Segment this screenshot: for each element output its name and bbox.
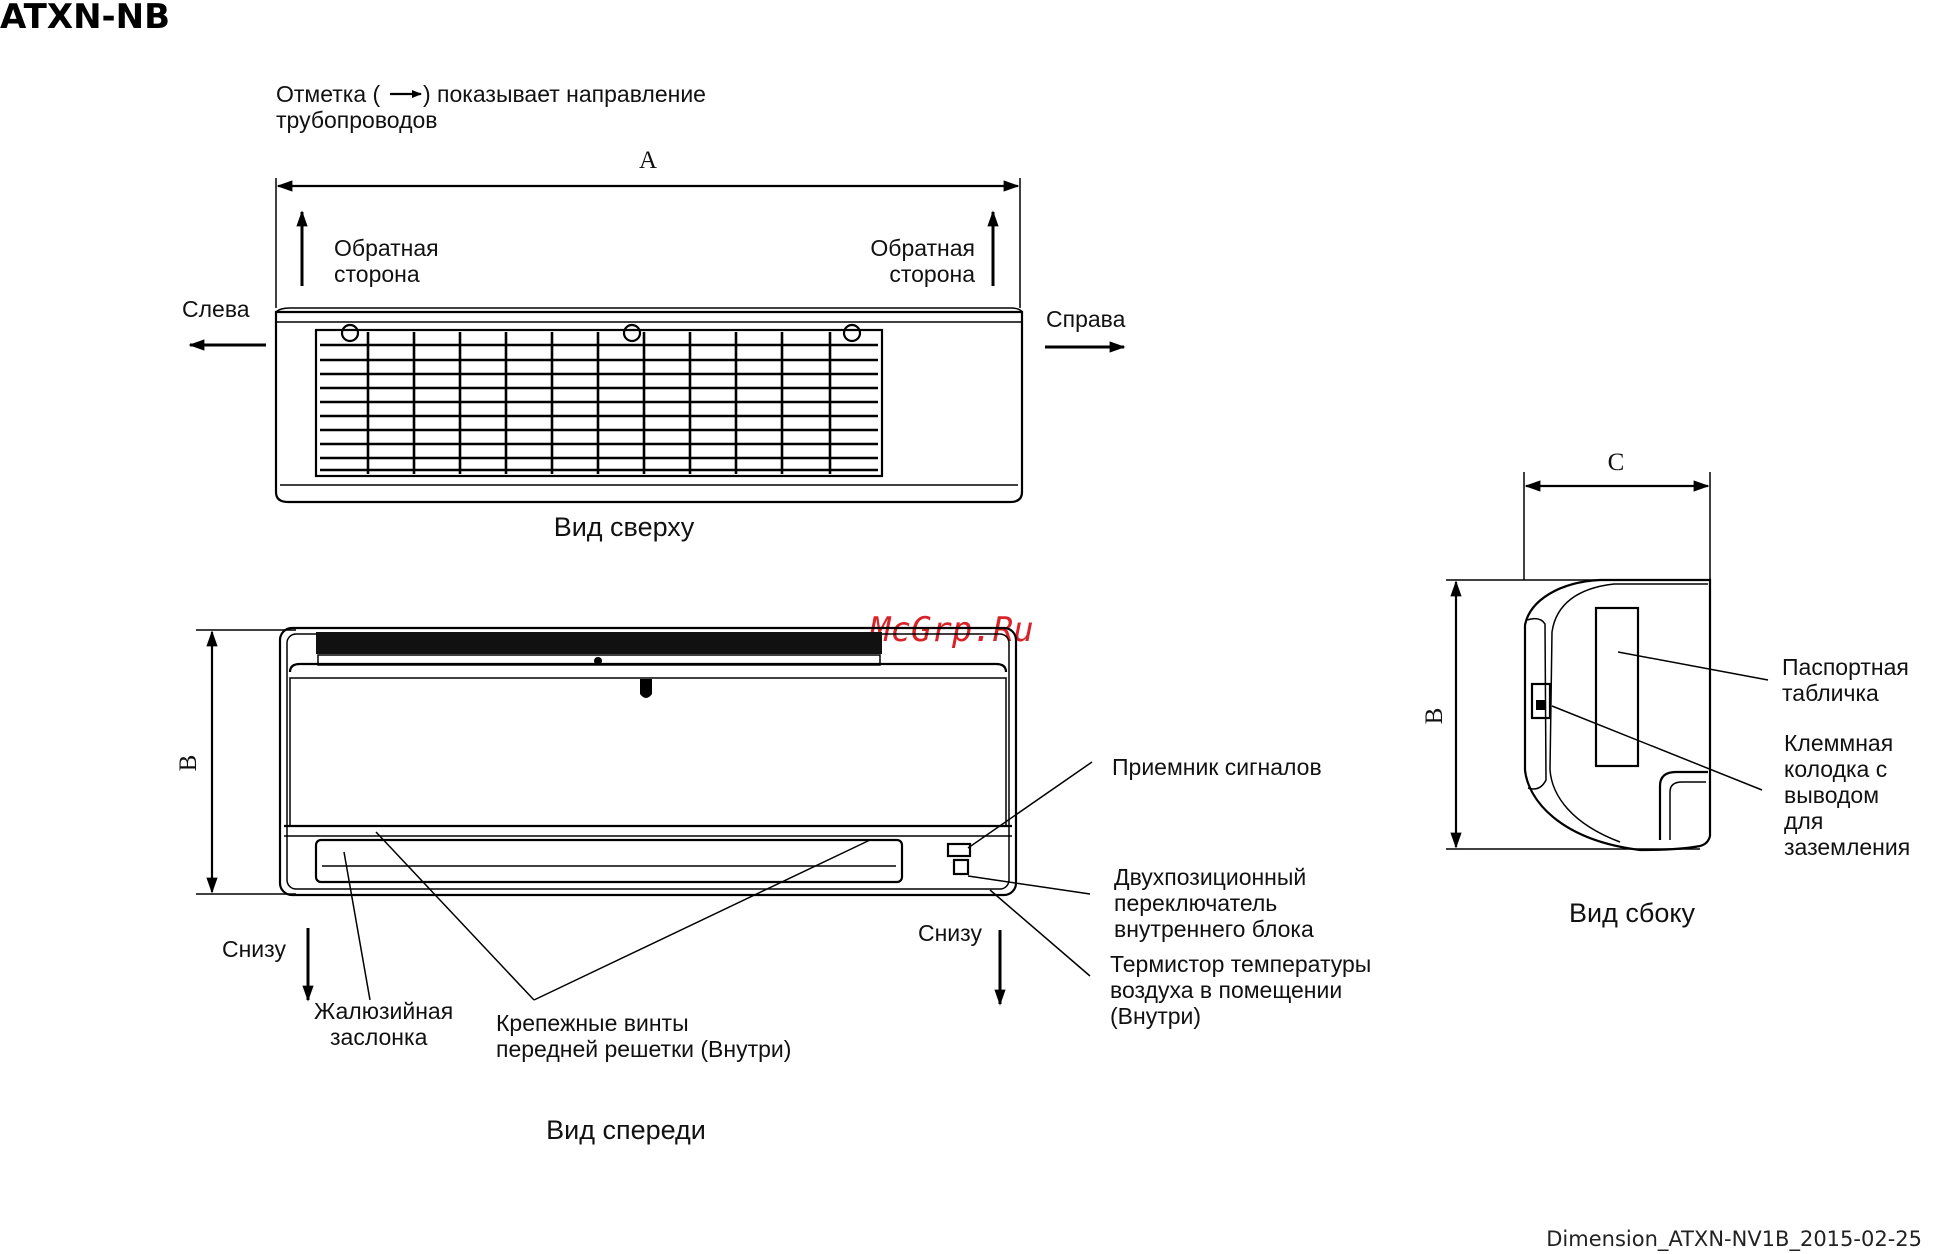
side-view-inner-contour bbox=[1549, 583, 1708, 843]
top-view: A Обратная сторона Обратная сторона Слев… bbox=[182, 147, 1126, 542]
screws-line1: Крепежные винты bbox=[496, 1010, 689, 1036]
terminal-line3: выводом bbox=[1784, 782, 1879, 808]
receiver-label: Приемник сигналов bbox=[1112, 754, 1322, 780]
front-view-switch bbox=[952, 858, 970, 876]
top-view-screw-right bbox=[842, 323, 862, 343]
leader-receiver bbox=[967, 761, 1093, 849]
bottom-right-label: Снизу bbox=[918, 920, 982, 946]
right-label: Справа bbox=[1046, 306, 1126, 332]
leader-screw-right bbox=[533, 839, 871, 1001]
front-view-front-panel bbox=[289, 677, 1007, 827]
leader-thermistor bbox=[989, 889, 1091, 977]
front-view-label: Вид спереди bbox=[546, 1115, 706, 1145]
top-view-grille-frame bbox=[314, 328, 884, 478]
terminal-line5: заземления bbox=[1784, 834, 1910, 860]
front-view-air-intake bbox=[316, 632, 882, 654]
top-view-rear-lip bbox=[275, 307, 1023, 313]
leader-terminal bbox=[1551, 705, 1763, 791]
switch-line2: переключатель bbox=[1114, 890, 1277, 916]
louver-line1: Жалюзийная bbox=[314, 998, 453, 1024]
dim-b-side-label: B bbox=[1421, 708, 1448, 725]
watermark: McGrp.Ru bbox=[869, 610, 1034, 650]
front-view-logo-mark bbox=[640, 679, 652, 698]
top-view-screw-left bbox=[340, 323, 360, 343]
back-right-line1: Обратная bbox=[870, 235, 975, 261]
side-view: C B Паспортная табличка Клеммная колодка… bbox=[1421, 449, 1910, 928]
top-view-screw-center bbox=[622, 323, 642, 343]
front-view: B Снизу Снизу Приемник сигналов Двухпози… bbox=[175, 626, 1371, 1145]
thermistor-line2: воздуха в помещении bbox=[1110, 977, 1342, 1003]
plate-line2: табличка bbox=[1782, 680, 1879, 706]
back-right-line2: сторона bbox=[889, 261, 975, 287]
back-left-line1: Обратная bbox=[334, 235, 439, 261]
side-view-pipe-outer bbox=[1658, 770, 1708, 840]
terminal-line4: для bbox=[1784, 808, 1823, 834]
side-view-label: Вид сбоку bbox=[1569, 898, 1695, 928]
leader-switch bbox=[967, 875, 1091, 895]
front-view-louver bbox=[314, 838, 904, 884]
bottom-left-label: Снизу bbox=[222, 936, 286, 962]
side-view-terminal-block bbox=[1530, 682, 1552, 720]
thermistor-line3: (Внутри) bbox=[1110, 1003, 1201, 1029]
louver-line2: заслонка bbox=[330, 1024, 428, 1050]
leader-screw-left bbox=[375, 831, 535, 1001]
leader-louver bbox=[343, 851, 371, 1001]
plate-line1: Паспортная bbox=[1782, 654, 1909, 680]
terminal-line1: Клеммная bbox=[1784, 730, 1893, 756]
leader-nameplate bbox=[1617, 651, 1769, 681]
dim-a-label: A bbox=[639, 147, 657, 174]
front-view-inner-outline bbox=[286, 633, 1010, 890]
front-view-center-screw bbox=[594, 657, 602, 665]
front-view-panel-top bbox=[288, 662, 1008, 673]
switch-line1: Двухпозиционный bbox=[1114, 864, 1306, 890]
top-view-label: Вид сверху bbox=[554, 512, 695, 542]
side-view-body bbox=[1523, 578, 1712, 852]
left-label: Слева bbox=[182, 296, 250, 322]
dim-b-label: B bbox=[175, 755, 202, 772]
side-view-terminal-mark bbox=[1536, 700, 1546, 710]
footer-label: Dimension_ATXN-NV1B_2015-02-25 bbox=[1546, 1227, 1922, 1252]
screws-line2: передней решетки (Внутри) bbox=[496, 1036, 791, 1062]
terminal-line2: колодка с bbox=[1784, 756, 1887, 782]
dim-c-label: C bbox=[1608, 449, 1625, 476]
page-title: ATXN-NB bbox=[0, 0, 170, 37]
top-view-body bbox=[274, 310, 1024, 504]
legend-line1-suffix: ) показывает направление bbox=[423, 81, 706, 107]
side-view-pipe-inner bbox=[1669, 781, 1706, 840]
back-left-line2: сторона bbox=[334, 261, 420, 287]
legend: Отметка ( ) показывает направление трубо… bbox=[276, 81, 706, 133]
front-view-receiver bbox=[946, 842, 972, 858]
front-view-body bbox=[278, 626, 1018, 897]
side-view-nameplate bbox=[1594, 606, 1640, 768]
thermistor-line1: Термистор температуры bbox=[1110, 951, 1371, 977]
legend-line2: трубопроводов bbox=[276, 107, 438, 133]
top-view-grille bbox=[320, 332, 878, 474]
switch-line3: внутреннего блока bbox=[1114, 916, 1314, 942]
legend-line1-prefix: Отметка ( bbox=[276, 81, 381, 107]
